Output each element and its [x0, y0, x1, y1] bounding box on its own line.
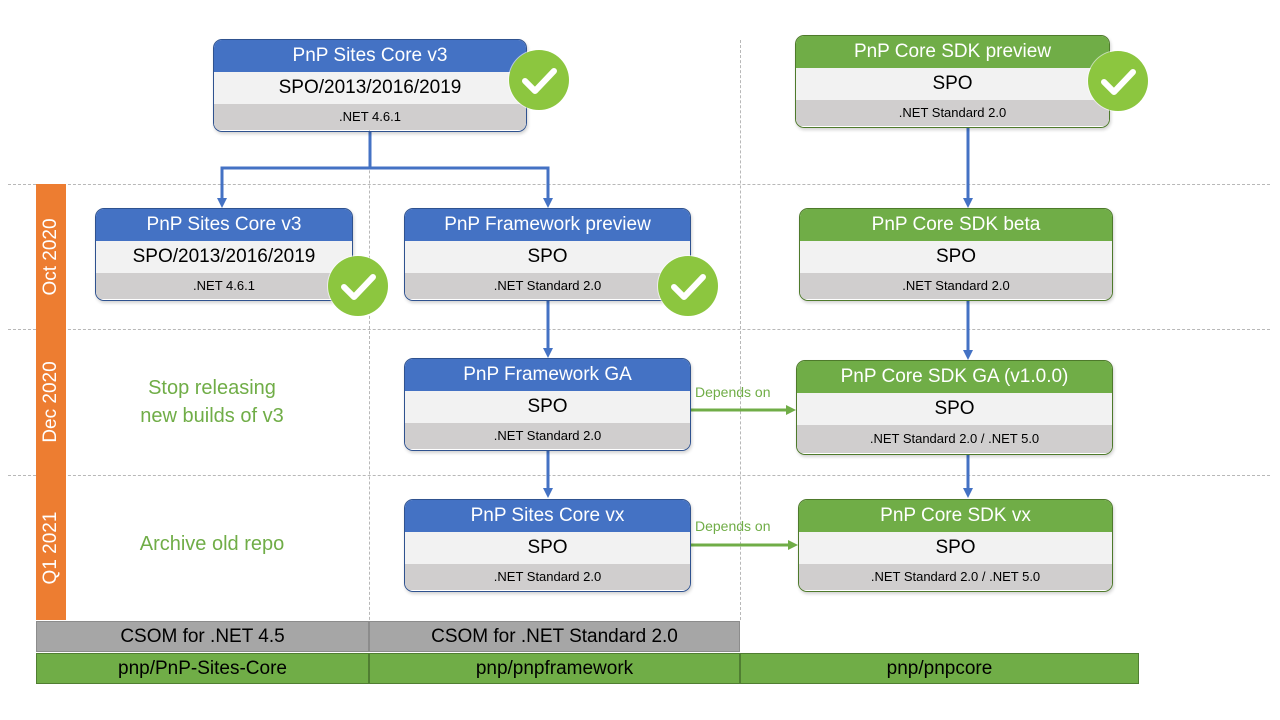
note-line: new builds of v3	[140, 405, 284, 427]
card-title: PnP Sites Core v3	[214, 40, 526, 72]
column-divider-left	[369, 40, 370, 650]
card-core-sdk-beta: PnP Core SDK beta SPO .NET Standard 2.0	[799, 208, 1113, 301]
card-framework: .NET Standard 2.0	[800, 273, 1112, 299]
period-dec-2020: Dec 2020	[36, 329, 66, 475]
note-line: Stop releasing	[148, 377, 276, 399]
card-sites-core-vx: PnP Sites Core vx SPO .NET Standard 2.0	[404, 499, 691, 592]
card-framework: .NET Standard 2.0	[796, 100, 1109, 126]
depends-on-label: Depends on	[695, 518, 771, 534]
card-platform: SPO	[796, 68, 1109, 100]
checkmark-icon	[328, 256, 388, 316]
csom-bar-netstandard: CSOM for .NET Standard 2.0	[369, 621, 740, 652]
period-q1-2021: Q1 2021	[36, 475, 66, 620]
card-title: PnP Framework preview	[405, 209, 690, 241]
card-title: PnP Core SDK GA (v1.0.0)	[797, 361, 1112, 393]
card-title: PnP Core SDK preview	[796, 36, 1109, 68]
note-stop-releasing: Stop releasing new builds of v3	[90, 374, 334, 430]
card-framework: .NET Standard 2.0	[405, 564, 690, 590]
card-framework-ga: PnP Framework GA SPO .NET Standard 2.0	[404, 358, 691, 451]
card-platform: SPO/2013/2016/2019	[96, 241, 352, 273]
card-sites-core-v3-oct: PnP Sites Core v3 SPO/2013/2016/2019 .NE…	[95, 208, 353, 301]
checkmark-icon	[1088, 51, 1148, 111]
card-title: PnP Framework GA	[405, 359, 690, 391]
card-title: PnP Sites Core vx	[405, 500, 690, 532]
card-platform: SPO	[800, 241, 1112, 273]
card-framework: .NET 4.6.1	[214, 104, 526, 130]
card-framework: .NET Standard 2.0	[405, 423, 690, 449]
card-platform: SPO	[797, 393, 1112, 425]
repo-bar-pnp-sites-core: pnp/PnP-Sites-Core	[36, 653, 369, 684]
card-title: PnP Core SDK vx	[799, 500, 1112, 532]
checkmark-icon	[658, 256, 718, 316]
column-divider-right	[740, 40, 741, 620]
card-sites-core-v3-top: PnP Sites Core v3 SPO/2013/2016/2019 .NE…	[213, 39, 527, 132]
period-oct-2020: Oct 2020	[36, 184, 66, 329]
arrow-down-icon	[217, 128, 973, 498]
note-archive-repo: Archive old repo	[139, 533, 285, 555]
card-title: PnP Core SDK beta	[800, 209, 1112, 241]
card-core-sdk-preview: PnP Core SDK preview SPO .NET Standard 2…	[795, 35, 1110, 128]
row-divider-oct	[8, 184, 1270, 185]
card-framework: .NET 4.6.1	[96, 273, 352, 299]
repo-bar-pnpframework: pnp/pnpframework	[369, 653, 740, 684]
card-platform: SPO	[405, 532, 690, 564]
card-platform: SPO	[405, 241, 690, 273]
card-framework: .NET Standard 2.0 / .NET 5.0	[797, 425, 1112, 453]
row-divider-q1	[8, 475, 1270, 476]
depends-on-label: Depends on	[695, 384, 771, 400]
card-platform: SPO	[405, 391, 690, 423]
checkmark-icon	[509, 50, 569, 110]
card-core-sdk-ga: PnP Core SDK GA (v1.0.0) SPO .NET Standa…	[796, 360, 1113, 455]
card-platform: SPO	[799, 532, 1112, 564]
repo-bar-pnpcore: pnp/pnpcore	[740, 653, 1139, 684]
card-core-sdk-vx: PnP Core SDK vx SPO .NET Standard 2.0 / …	[798, 499, 1113, 592]
arrow-right-icon	[691, 405, 798, 550]
card-title: PnP Sites Core v3	[96, 209, 352, 241]
card-framework: .NET Standard 2.0 / .NET 5.0	[799, 564, 1112, 590]
card-framework-preview: PnP Framework preview SPO .NET Standard …	[404, 208, 691, 301]
card-platform: SPO/2013/2016/2019	[214, 72, 526, 104]
csom-bar-net45: CSOM for .NET 4.5	[36, 621, 369, 652]
card-framework: .NET Standard 2.0	[405, 273, 690, 299]
row-divider-dec	[8, 329, 1270, 330]
